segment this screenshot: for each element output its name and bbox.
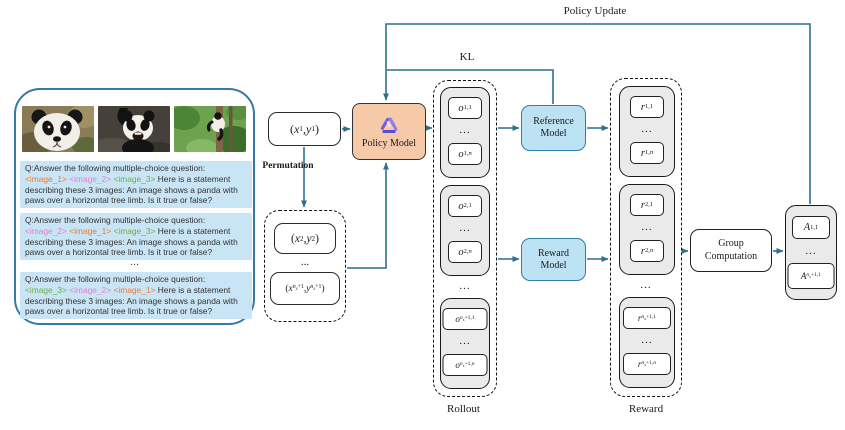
image-1-tag: <image_1> (25, 173, 67, 184)
question-prefix: Q:Answer the following multiple-choice q… (25, 274, 206, 284)
rollout-label: Rollout (446, 403, 480, 415)
policy-model-icon (380, 117, 398, 133)
panda-face-closeup-image (22, 106, 94, 152)
kl-line (387, 69, 554, 104)
question-rest: Here is a statement describing these 3 i… (25, 225, 238, 258)
permutation-ellipsis: ... (300, 256, 310, 268)
question-rest: Here is a statement describing these 3 i… (25, 173, 238, 206)
question-block-3: Q:Answer the following multiple-choice q… (20, 272, 252, 320)
rollout-group-n-ellipsis: ... (459, 335, 471, 347)
reference-model-node: Reference Model (521, 105, 586, 151)
image-2-tag: <image_2> (69, 173, 112, 184)
image-3-tag: <image_3> (25, 284, 67, 295)
rollout-group-2-ellipsis: ... (459, 222, 471, 234)
panel-ellipsis: ... (129, 256, 140, 268)
permutation-to-policy-arrow (347, 162, 389, 269)
image-2-tag: <image_2> (25, 225, 67, 236)
image-3-tag: <image_3> (113, 225, 156, 236)
question-prefix: Q:Answer the following multiple-choice q… (25, 163, 206, 173)
reward-group-n-ellipsis: ... (641, 334, 653, 346)
reward-group-1-ellipsis: ... (641, 123, 653, 135)
group-computation-node: Group Computation (690, 229, 772, 272)
question-block-1: Q:Answer the following multiple-choice q… (20, 161, 252, 209)
policy-model-node: Policy Model (352, 103, 426, 160)
panda-image-row (22, 106, 251, 152)
image-3-tag: <image_3> (113, 173, 156, 184)
question-rest: Here is a statement describing these 3 i… (25, 284, 238, 317)
advantage-ellipsis: ... (805, 245, 817, 257)
rollout-group-1-ellipsis: ... (459, 124, 471, 136)
permutation-label: Permutation (262, 161, 314, 171)
policy-model-label: Policy Model (361, 137, 417, 149)
reward-column-ellipsis: ... (640, 279, 652, 291)
input-sample-panel: Q:Answer the following multiple-choice q… (14, 88, 255, 325)
question-prefix: Q:Answer the following multiple-choice q… (25, 215, 206, 225)
panda-waving-image (98, 106, 170, 152)
image-1-tag: <image_1> (113, 284, 156, 295)
image-1-tag: <image_1> (69, 225, 112, 236)
reward-label: Reward (628, 403, 664, 415)
image-2-tag: <image_2> (69, 284, 112, 295)
permutation-set-box (264, 210, 346, 322)
rollout-column-ellipsis: ... (459, 280, 471, 292)
panda-climbing-tree-image (174, 106, 246, 152)
question-block-2: Q:Answer the following multiple-choice q… (20, 213, 252, 261)
reward-group-2-ellipsis: ... (641, 221, 653, 233)
policy-update-label: Policy Update (563, 5, 627, 17)
kl-label: KL (459, 51, 475, 63)
policy-update-line (383, 23, 811, 204)
reward-model-node: Reward Model (521, 238, 586, 281)
